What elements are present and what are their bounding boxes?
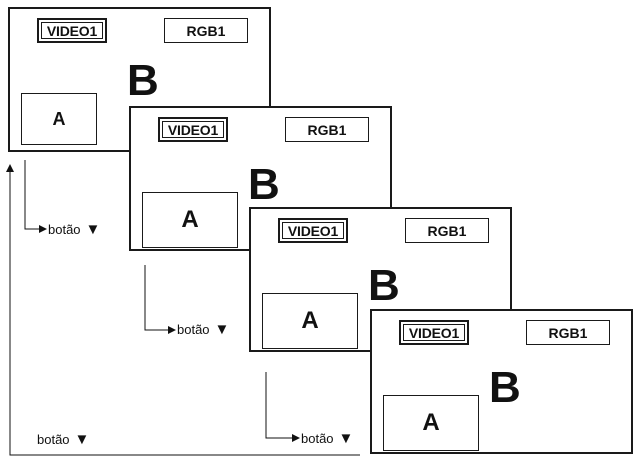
triangle-down-icon: ▼ [338,430,354,447]
step-text: botão [177,322,210,337]
triangle-down-icon: ▼ [85,221,101,238]
sub-window: A [383,395,479,451]
sub-window: A [142,192,238,248]
rgb-label: RGB1 [526,320,610,345]
screen-4: VIDEO1 RGB1 B A [370,309,633,454]
arrow-step-1 [24,160,47,233]
video-label: VIDEO1 [158,117,228,142]
sub-window: A [21,93,97,145]
triangle-down-icon: ▼ [214,321,230,338]
video-label: VIDEO1 [37,18,107,43]
step-text: botão [301,431,334,446]
triangle-down-icon: ▼ [74,431,90,448]
step-text: botão [37,432,70,447]
rgb-label: RGB1 [164,18,248,43]
step-label-3: botão ▼ [301,430,353,447]
main-window-label: B [248,160,280,209]
rgb-label: RGB1 [285,117,369,142]
step-label-1: botão ▼ [48,221,100,238]
sub-window: A [262,293,358,349]
video-label: VIDEO1 [278,218,348,243]
main-window-label: B [127,56,159,105]
step-text: botão [48,222,81,237]
arrow-step-3 [265,372,300,442]
arrow-step-2 [144,265,176,334]
video-label: VIDEO1 [399,320,469,345]
main-window-label: B [368,261,400,310]
step-label-2: botão ▼ [177,321,229,338]
arrow-return-loop [6,164,360,456]
step-label-return: botão ▼ [37,431,89,448]
rgb-label: RGB1 [405,218,489,243]
main-window-label: B [489,363,521,412]
